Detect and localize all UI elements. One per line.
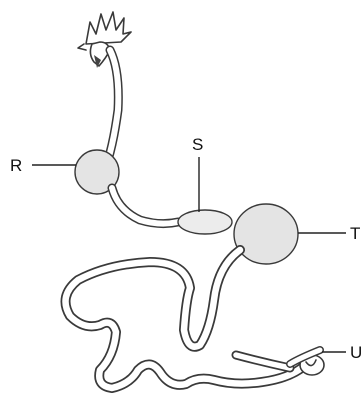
esophagus-lower — [112, 188, 178, 224]
label-t: T — [350, 224, 360, 243]
label-s: S — [192, 135, 203, 154]
intestines — [66, 250, 305, 388]
label-u: U — [350, 343, 362, 362]
gizzard — [234, 204, 298, 264]
bird-head-icon — [78, 12, 131, 68]
esophagus — [108, 50, 118, 160]
label-r: R — [10, 156, 22, 175]
proventriculus — [178, 210, 232, 234]
